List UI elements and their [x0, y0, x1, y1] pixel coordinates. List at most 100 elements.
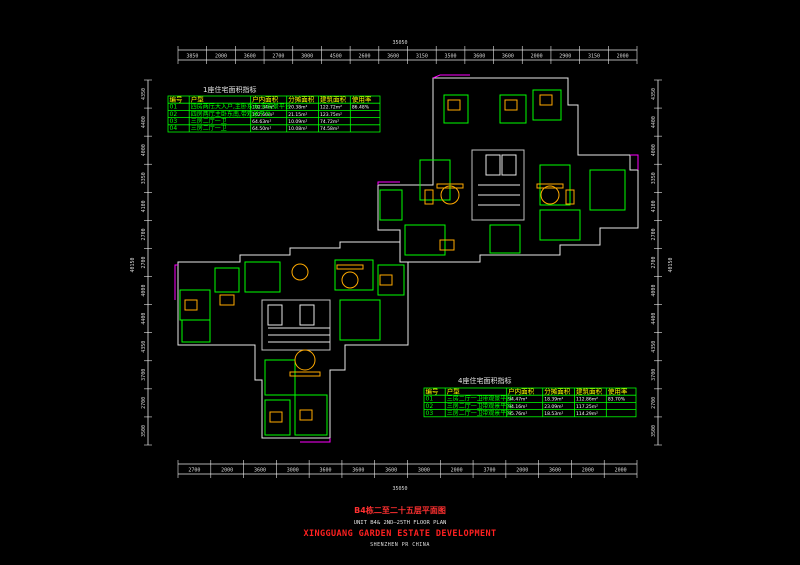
table-cell-share: 18.39m² — [544, 397, 563, 403]
table-cell-desc: ,带观景平台 — [480, 395, 512, 403]
table-cell-share: 20.38m² — [288, 105, 307, 111]
dimension-label: 3500 — [141, 425, 147, 437]
table-cell-rate: 86.48% — [352, 105, 370, 111]
table-cell-inner: 102.34m² — [252, 105, 274, 111]
floor-plan-upper-right-block — [377, 74, 639, 263]
table-cell-inner: 94.47m² — [508, 397, 527, 403]
dimension-label: 4400 — [141, 313, 147, 325]
dimension-label: 2000 — [582, 468, 594, 474]
table-cell-total: 122.72m² — [320, 105, 342, 111]
table-header-cell: 编号 — [426, 387, 440, 396]
table-header-cell: 户内面积 — [252, 95, 279, 104]
dimension-label: 4000 — [651, 285, 657, 297]
table-cell-total: 117.25m² — [576, 404, 598, 410]
dimension-label: 2700 — [272, 54, 284, 60]
table-cell-type: 四房两厅 — [191, 110, 215, 118]
dimension-label: 3600 — [254, 468, 266, 474]
table-cell-total: 114.29m² — [576, 411, 598, 417]
dimension-label: 2000 — [221, 468, 233, 474]
left-dimension-chain: 4350440040003350410027002700400044004350… — [141, 79, 152, 446]
dimension-label: 2000 — [451, 468, 463, 474]
drawing-title-en: UNIT B4& 2ND—25TH FLOOR PLAN — [354, 520, 447, 526]
dimension-label: 2700 — [651, 397, 657, 409]
table-cell-id: 01 — [426, 396, 434, 403]
dimension-label: 4350 — [141, 341, 147, 353]
dimension-label: 3350 — [651, 172, 657, 184]
floor-plan-lower-left-block — [174, 241, 409, 443]
table-cell-desc: ,带观景平台 — [480, 409, 512, 417]
dimension-label: 3350 — [141, 172, 147, 184]
dimension-label: 3600 — [387, 54, 399, 60]
dimension-label: 2700 — [141, 256, 147, 268]
table-header-cell: 户内面积 — [508, 387, 535, 396]
table-cell-type: 三房二厅一卫 — [447, 395, 483, 403]
table-header-cell: 建筑面积 — [320, 95, 347, 104]
table-cell-inner: 102.60m² — [252, 112, 274, 118]
table-cell-share: 23.09m² — [544, 404, 563, 410]
dimension-label: 3600 — [549, 468, 561, 474]
dimension-label: 3500 — [651, 425, 657, 437]
dimension-label: 2700 — [141, 228, 147, 240]
table-header-cell: 户型 — [447, 387, 461, 396]
table-cell-type: 三房二厅一卫 — [191, 117, 227, 125]
right-dimension-chain: 4350440040003350410027002700400044004350… — [651, 79, 662, 446]
table-header-cell: 户型 — [191, 95, 205, 104]
dimension-label: 4000 — [141, 285, 147, 297]
table-cell-desc: ,主卧东南,带观景平台 — [213, 110, 271, 118]
table-cell-share: 10.09m² — [288, 119, 307, 125]
table-cell-inner: 95.76m² — [508, 411, 527, 417]
dimension-label: 4350 — [651, 88, 657, 100]
dimension-label: 2000 — [531, 54, 543, 60]
dimension-label: 3000 — [287, 468, 299, 474]
table-cell-id: 02 — [426, 403, 434, 410]
lower-table-title: 4座住宅面积指标 — [458, 376, 511, 385]
dimension-label: 2000 — [615, 468, 627, 474]
table-cell-type: 三房二厅一卫 — [191, 124, 227, 132]
table-cell-share: 10.08m² — [288, 126, 307, 132]
dimension-label: 3500 — [445, 54, 457, 60]
dimension-label: 3000 — [418, 468, 430, 474]
table-cell-share: 18.53m² — [544, 411, 563, 417]
dimension-label: 3150 — [588, 54, 600, 60]
dimension-label: 3700 — [651, 369, 657, 381]
dimension-label: 2700 — [188, 468, 200, 474]
table-cell-share: 21.15m² — [288, 112, 307, 118]
table-cell-inner: 94.16m² — [508, 404, 527, 410]
dimension-label: 3000 — [301, 54, 313, 60]
dimension-label: 2700 — [141, 397, 147, 409]
dimension-label: 2600 — [358, 54, 370, 60]
dimension-label: 3600 — [502, 54, 514, 60]
table-cell-desc: ,带观景平台 — [480, 402, 512, 410]
overall-dimension-left: 40150 — [130, 257, 136, 272]
table-cell-inner: 64.50m² — [252, 126, 271, 132]
table-cell-type: 三房二厅一卫 — [447, 402, 483, 410]
dimension-label: 4000 — [141, 144, 147, 156]
table-header-cell: 使用率 — [608, 387, 628, 396]
table-cell-rate: 83.70% — [608, 397, 626, 403]
dimension-label: 2000 — [516, 468, 528, 474]
dimension-label: 4100 — [651, 200, 657, 212]
table-cell-id: 03 — [426, 410, 434, 417]
dimension-label: 2700 — [651, 256, 657, 268]
project-location: SHENZHEN PR CHINA — [370, 542, 430, 548]
table-header-cell: 使用率 — [352, 95, 372, 104]
table-cell-desc: ,大入户,主卧东南,带观景平台 — [213, 103, 291, 111]
table-cell-total: 74.58m² — [320, 126, 339, 132]
dimension-label: 3600 — [473, 54, 485, 60]
dimension-label: 4400 — [651, 313, 657, 325]
table-header-cell: 建筑面积 — [576, 387, 603, 396]
table-cell-total: 123.75m² — [320, 112, 342, 118]
dimension-label: 4100 — [141, 200, 147, 212]
table-cell-id: 01 — [170, 104, 178, 111]
table-cell-id: 04 — [170, 125, 178, 132]
dimension-label: 4350 — [141, 88, 147, 100]
dimension-label: 3150 — [416, 54, 428, 60]
overall-dimension-right: 40150 — [668, 257, 674, 272]
dimension-label: 3850 — [186, 54, 198, 60]
drawing-title-cn: B4栋二至二十五层平面图 — [354, 505, 446, 515]
top-dimension-chain: 3850 2000 3600 2700 3000 4500 2600 3600 3150 3500… — [177, 46, 638, 64]
dimension-label: 4500 — [330, 54, 342, 60]
